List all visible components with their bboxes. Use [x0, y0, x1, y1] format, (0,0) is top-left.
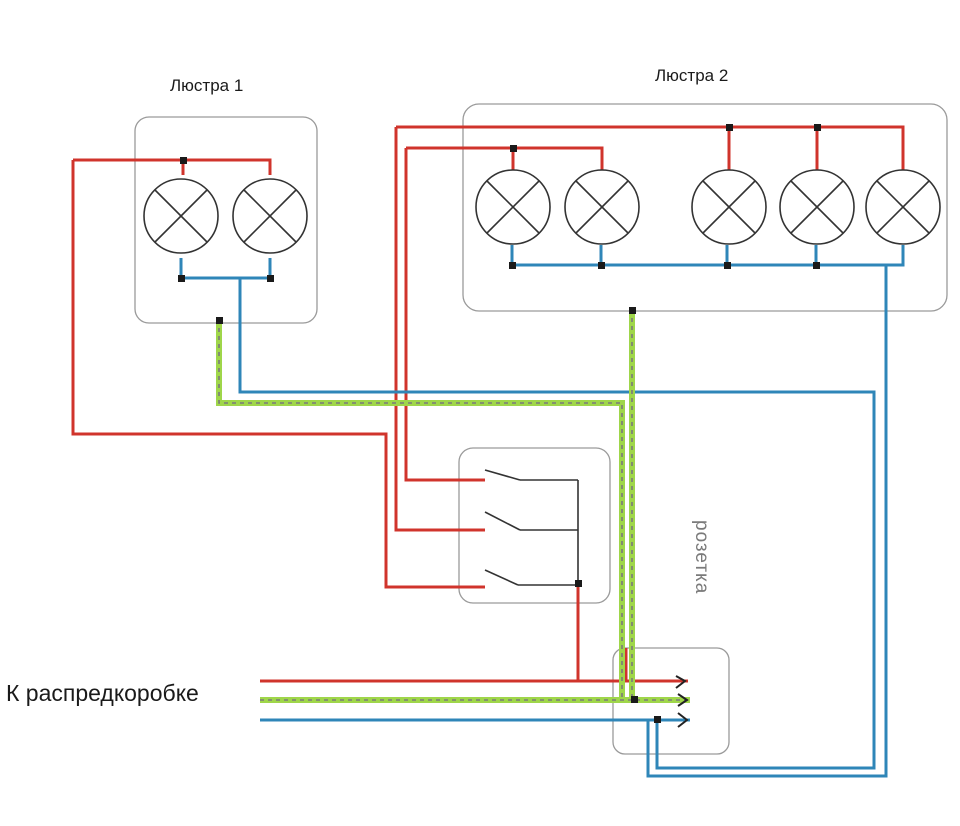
lamp-icon	[564, 169, 640, 245]
socket-contact-2	[677, 693, 689, 707]
lamp-icon	[232, 178, 308, 254]
lamp-icon	[865, 169, 941, 245]
phase-wire-group-b-to-switch	[404, 148, 485, 482]
junction-node	[267, 275, 274, 282]
neutral-wire-chandelier-2	[510, 245, 905, 267]
lamp-icon	[691, 169, 767, 245]
junction-node	[631, 696, 638, 703]
lamp-icon	[143, 178, 219, 254]
neutral-wire-chandelier-2-down	[646, 265, 888, 778]
chandelier-1-box	[134, 116, 318, 324]
socket-contacts	[675, 675, 689, 728]
junction-nodes	[178, 124, 821, 723]
switch-key-3	[484, 569, 519, 586]
junction-node	[598, 262, 605, 269]
chandelier-1-label: Люстра 1	[170, 76, 244, 95]
neutral-wires	[179, 245, 905, 778]
junction-node	[724, 262, 731, 269]
junction-node	[216, 317, 223, 324]
phase-wire-group-a-to-switch	[394, 127, 485, 532]
switch-key-1	[484, 469, 521, 481]
socket-label: розетка	[691, 520, 712, 595]
ground-wire-chandelier-1	[216, 320, 625, 700]
phase-wire-chandelier-1-to-switch	[71, 160, 485, 589]
junction-node	[813, 262, 820, 269]
socket-contact-3	[677, 712, 689, 728]
neutral-wire-chandelier-1-down	[238, 278, 876, 770]
switch-box	[458, 447, 611, 604]
phase-wires	[71, 125, 905, 683]
lamp-icon	[475, 169, 551, 245]
lamp-icon	[779, 169, 855, 245]
junction-box-label: К распредкоробке	[6, 680, 199, 706]
junction-node	[814, 124, 821, 131]
ground-dash	[218, 320, 623, 700]
junction-node	[178, 275, 185, 282]
neutral-wire-chandelier-1	[179, 258, 272, 280]
junction-node	[180, 157, 187, 164]
junction-node	[509, 262, 516, 269]
socket-contact-1	[675, 675, 687, 689]
junction-node	[654, 716, 661, 723]
chandelier-2-label: Люстра 2	[655, 66, 729, 85]
phase-wire-chandelier-2-group-a	[396, 125, 905, 173]
lamps	[143, 169, 941, 254]
switch-key-2	[484, 511, 521, 531]
ground-wires	[216, 310, 690, 703]
junction-node	[575, 580, 582, 587]
three-key-switch	[484, 469, 579, 586]
phase-wire-chandelier-2-group-b	[406, 146, 604, 173]
junction-node	[510, 145, 517, 152]
phase-wire-chandelier-1	[73, 158, 272, 175]
junction-node	[629, 307, 636, 314]
junction-node	[726, 124, 733, 131]
chandelier-2-box	[462, 103, 948, 312]
